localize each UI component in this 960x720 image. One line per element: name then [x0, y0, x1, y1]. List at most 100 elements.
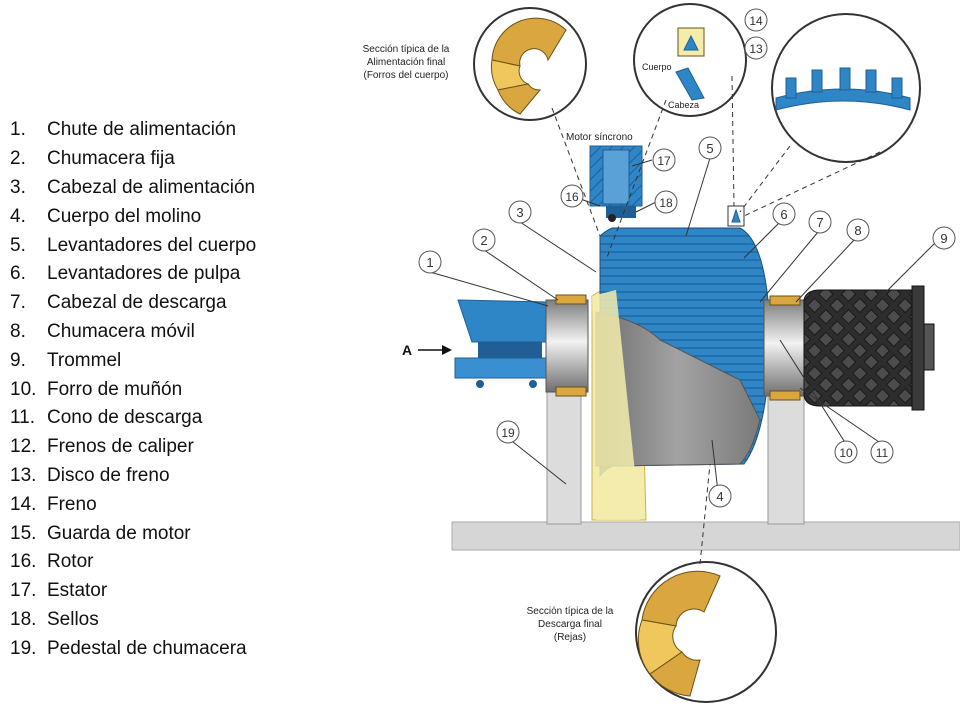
- part-badge: 14: [744, 8, 768, 32]
- part-number: 17: [657, 154, 671, 168]
- trommel-flange: [923, 323, 935, 371]
- legend-list: 1. Chute de alimentación 2.Chumacera fija…: [10, 116, 256, 663]
- legend-item-number: 13.: [10, 464, 37, 486]
- legend-item-number: 6.: [10, 263, 26, 285]
- legend-item: 3. Cabezal de alimentación: [10, 174, 256, 203]
- pedestal-left: [546, 391, 582, 525]
- legend-item: 4. Cuerpo del molino: [10, 202, 256, 231]
- part-badge: 10: [834, 440, 858, 464]
- part-number: 19: [501, 426, 515, 440]
- legend-item: 1. Chute de alimentación: [10, 116, 256, 145]
- legend-item-number: 4.: [10, 205, 26, 227]
- discharge-section-caption-line: (Rejas): [554, 632, 586, 643]
- legend-item-label: Frenos de caliper: [47, 436, 194, 458]
- legend-item: 16. Rotor: [10, 548, 256, 577]
- legend-item-number: 16.: [10, 551, 37, 573]
- legend-item: 12. Frenos de caliper: [10, 433, 256, 462]
- legend-item-number: 5.: [10, 234, 26, 256]
- legend-item-label: Cabezal de alimentación: [47, 176, 256, 198]
- arrow-a-label: A: [402, 342, 412, 358]
- feed-section-caption-line: Sección típica de la: [363, 44, 450, 55]
- part-badge: 2: [472, 228, 496, 252]
- discharge-grate-section: [637, 570, 721, 697]
- legend-item-number: 7.: [10, 292, 26, 314]
- legend-item: 5.Levantadores del cuerpo: [10, 231, 256, 260]
- synchronous-motor: [589, 145, 643, 222]
- part-badge: 6: [772, 202, 796, 226]
- lifter-section-bars: [785, 67, 903, 99]
- part-badge: 9: [932, 226, 956, 250]
- legend-item: 15. Guarda de motor: [10, 519, 256, 548]
- legend-item-label: Cuerpo del molino: [47, 205, 202, 227]
- legend-item: 6. Levantadores de pulpa: [10, 260, 256, 289]
- part-badge: 18: [654, 190, 678, 214]
- part-number: 3: [516, 205, 523, 220]
- feed-bearing-bottom: [555, 386, 587, 397]
- leader-lines: [551, 75, 881, 565]
- discharge-bearing-top: [769, 295, 801, 306]
- legend-item-number: 3.: [10, 176, 26, 198]
- part-badge: 13: [744, 36, 768, 60]
- legend-item-number: 1.: [10, 119, 26, 141]
- legend-item-number: 11.: [10, 407, 36, 429]
- legend-item-label: Chute de alimentación: [47, 119, 237, 141]
- feed-head-cone: [592, 290, 640, 520]
- part-badge: 17: [652, 148, 676, 172]
- legend-item: 2.Chumacera fija: [10, 145, 256, 174]
- part-number: 4: [716, 489, 723, 504]
- feed-liner-section: [490, 17, 567, 115]
- legend-item-label: Trommel: [47, 349, 122, 371]
- floor-slab: [451, 521, 960, 551]
- feed-trunnion: [545, 299, 589, 393]
- part-number: 1: [426, 255, 433, 270]
- part-number: 7: [816, 215, 823, 230]
- legend-item: 8.Chumacera móvil: [10, 318, 256, 347]
- legend-item-label: Guarda de motor: [47, 522, 191, 544]
- part-number: 14: [749, 14, 763, 28]
- part-badge: 11: [870, 440, 894, 464]
- motor-label: Motor síncrono: [566, 132, 633, 143]
- legend-item-label: Chumacera móvil: [47, 320, 195, 342]
- legend-item: 9.Trommel: [10, 346, 256, 375]
- part-badge: 3: [508, 200, 532, 224]
- part-badge: 4: [708, 484, 732, 508]
- legend-item-label: Cabezal de descarga: [47, 292, 227, 314]
- cabeza-label: Cabeza: [668, 100, 699, 110]
- legend-item-label: Cono de descarga: [47, 407, 203, 429]
- part-number: 8: [854, 223, 861, 238]
- legend-item: 17.Estator: [10, 577, 256, 606]
- mill-diagram: 1 2 3 4 5 6 7 8 9 10 11 13 14 16 17 18 1…: [363, 3, 960, 703]
- brake-detail-triangle: [683, 34, 699, 51]
- legend-item-number: 19.: [10, 637, 37, 659]
- legend-item-number: 2.: [10, 148, 26, 170]
- legend-item: 19.Pedestal de chumacera: [10, 634, 256, 663]
- part-number: 6: [780, 207, 787, 222]
- legend-item: 7. Cabezal de descarga: [10, 289, 256, 318]
- part-number: 9: [940, 231, 947, 246]
- part-badge: 19: [496, 420, 520, 444]
- legend-item-number: 15.: [10, 522, 37, 544]
- mill-interior-cutaway: [595, 311, 761, 467]
- brake-symbol: [731, 208, 741, 223]
- legend-item: 11. Cono de descarga: [10, 404, 256, 433]
- brake-detail-disc: [675, 67, 705, 101]
- part-badge: 16: [560, 184, 584, 208]
- part-number: 5: [706, 141, 713, 156]
- legend-item: 10.Forro de muñón: [10, 375, 256, 404]
- brake-detail-circle: [633, 3, 747, 117]
- feed-bearing-top: [555, 294, 587, 305]
- legend-item: 13. Disco de freno: [10, 462, 256, 491]
- legend-item: 18.Sellos: [10, 606, 256, 635]
- feed-section-caption-line: Alimentación final: [367, 57, 445, 68]
- discharge-section-caption-line: Sección típica de la: [527, 606, 614, 617]
- feed-chute: [454, 299, 556, 388]
- legend-item-label: Rotor: [47, 551, 94, 573]
- part-number: 10: [839, 446, 853, 460]
- legend-item-label: Disco de freno: [47, 464, 170, 486]
- legend-item-number: 14.: [10, 493, 37, 515]
- part-badge: 7: [808, 210, 832, 234]
- trommel-end: [911, 285, 925, 411]
- part-badge: 1: [418, 250, 442, 274]
- legend-item-number: 12.: [10, 436, 37, 458]
- legend-item-label: Levantadores de pulpa: [47, 263, 241, 285]
